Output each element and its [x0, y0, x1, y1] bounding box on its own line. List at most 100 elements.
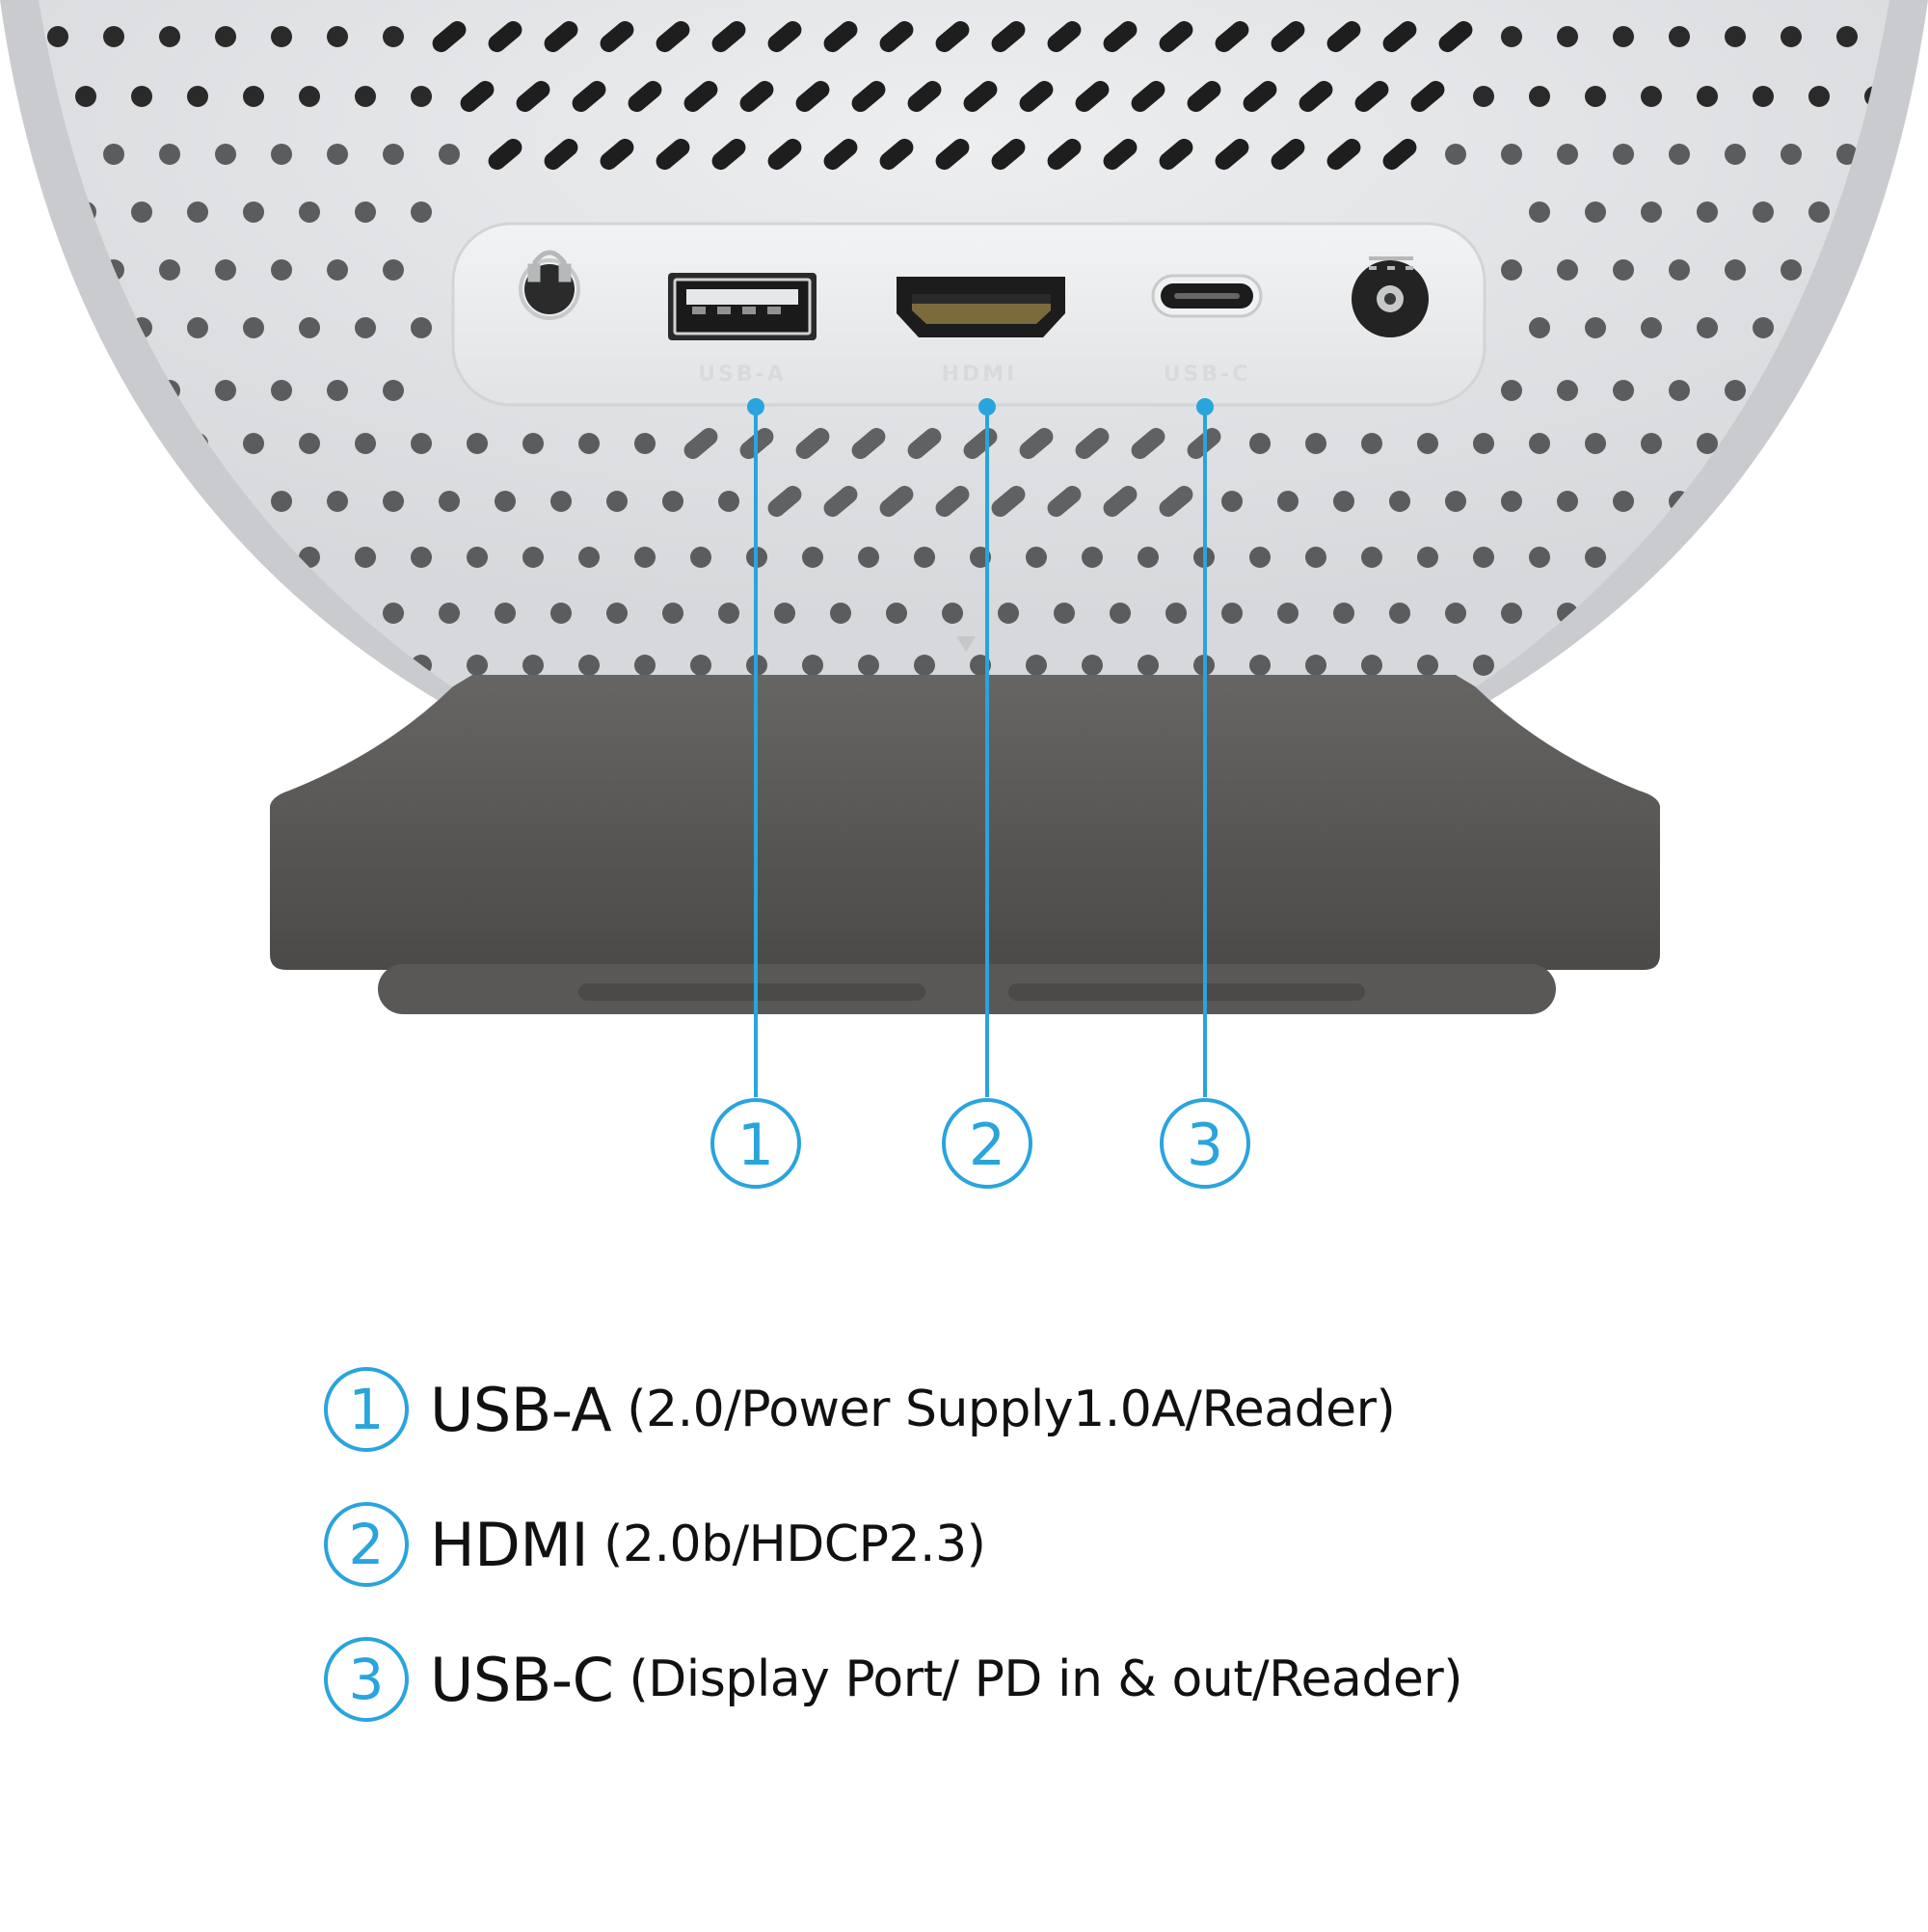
vent-hole — [1361, 547, 1382, 568]
vent-hole — [606, 491, 628, 512]
vent-slot — [683, 427, 718, 460]
vent-slot — [1215, 20, 1249, 53]
vent-hole — [1613, 259, 1634, 281]
vent-hole — [1165, 603, 1187, 624]
vent-hole — [467, 433, 488, 454]
vent-slot — [1019, 427, 1054, 460]
vent-hole — [159, 603, 180, 624]
vent-slot — [739, 80, 774, 113]
vent-hole — [1557, 144, 1578, 165]
vent-slot — [656, 138, 690, 171]
vent-hole — [1585, 317, 1606, 338]
vent-hole — [215, 259, 236, 281]
vent-hole — [1669, 603, 1690, 624]
vent-hole — [383, 144, 404, 165]
vent-slot — [683, 80, 718, 113]
vent-hole — [914, 655, 935, 676]
vent-slot — [1215, 138, 1249, 171]
vent-slot — [1075, 427, 1110, 460]
vent-hole — [103, 26, 124, 47]
vent-hole — [1221, 491, 1243, 512]
vent-hole — [1473, 547, 1494, 568]
vent-hole — [1529, 86, 1550, 107]
vent-hole — [606, 603, 628, 624]
vent-hole — [243, 433, 264, 454]
vent-hole — [1585, 547, 1606, 568]
dc-power-icon — [1369, 256, 1413, 270]
vent-hole — [159, 144, 180, 165]
vent-hole — [131, 655, 152, 676]
vent-slot — [935, 20, 970, 53]
vent-hole — [75, 547, 96, 568]
vent-slot — [879, 20, 914, 53]
vent-hole — [243, 86, 264, 107]
vent-hole — [1697, 547, 1718, 568]
vent-hole — [243, 317, 264, 338]
vent-hole — [1305, 655, 1326, 676]
vent-slot — [907, 427, 942, 460]
vent-slot — [516, 80, 550, 113]
vent-hole — [75, 655, 96, 676]
vent-hole — [1808, 433, 1830, 454]
spec-number-badge: 3 — [324, 1637, 409, 1722]
projector-stand — [270, 675, 1660, 1014]
vent-slot — [628, 80, 662, 113]
vent-hole — [103, 491, 124, 512]
vent-hole — [1585, 201, 1606, 223]
vent-hole — [942, 603, 963, 624]
headphone-icon — [527, 250, 572, 282]
vent-hole — [187, 86, 208, 107]
vent-hole — [243, 655, 264, 676]
vent-hole — [830, 603, 851, 624]
vent-hole — [1836, 26, 1858, 47]
vent-hole — [1725, 259, 1746, 281]
vent-hole — [383, 491, 404, 512]
vent-hole — [355, 86, 376, 107]
spec-name: HDMI — [430, 1509, 589, 1580]
vent-hole — [886, 603, 907, 624]
vent-hole — [662, 491, 683, 512]
vent-slot — [963, 80, 998, 113]
vent-slot — [823, 485, 858, 518]
vent-hole — [1808, 547, 1830, 568]
vent-slot — [851, 427, 886, 460]
vent-hole — [47, 491, 68, 512]
spec-number-badge: 2 — [324, 1502, 409, 1587]
vent-hole — [1473, 655, 1494, 676]
vent-hole — [1445, 603, 1466, 624]
vent-hole — [1110, 603, 1131, 624]
vent-hole — [215, 144, 236, 165]
vent-hole — [47, 603, 68, 624]
vent-hole — [215, 603, 236, 624]
alignment-marker — [956, 636, 976, 652]
vent-hole — [1445, 491, 1466, 512]
vent-hole — [1054, 603, 1075, 624]
vent-hole — [1501, 259, 1522, 281]
vent-hole — [411, 317, 432, 338]
vent-hole — [1389, 603, 1410, 624]
hdmi-port — [897, 277, 1065, 337]
vent-slot — [1438, 20, 1473, 53]
vent-hole — [1501, 144, 1522, 165]
vent-hole — [383, 380, 404, 401]
vent-hole — [243, 201, 264, 223]
vent-hole — [1333, 603, 1354, 624]
vent-hole — [858, 655, 879, 676]
vent-slot — [991, 485, 1026, 518]
vent-hole — [1361, 655, 1382, 676]
vent-hole — [411, 433, 432, 454]
vent-hole — [47, 26, 68, 47]
spec-detail: (2.0b/HDCP2.3) — [603, 1516, 986, 1573]
vent-hole — [1836, 491, 1858, 512]
vent-hole — [718, 491, 739, 512]
vent-hole — [1529, 433, 1550, 454]
spec-detail: (Display Port/ PD in & out/Reader) — [629, 1650, 1462, 1708]
vent-hole — [1641, 655, 1662, 676]
vent-slot — [1326, 20, 1361, 53]
vent-hole — [1557, 491, 1578, 512]
vent-hole — [690, 547, 711, 568]
vent-slot — [1047, 20, 1082, 53]
vent-hole — [1781, 26, 1802, 47]
